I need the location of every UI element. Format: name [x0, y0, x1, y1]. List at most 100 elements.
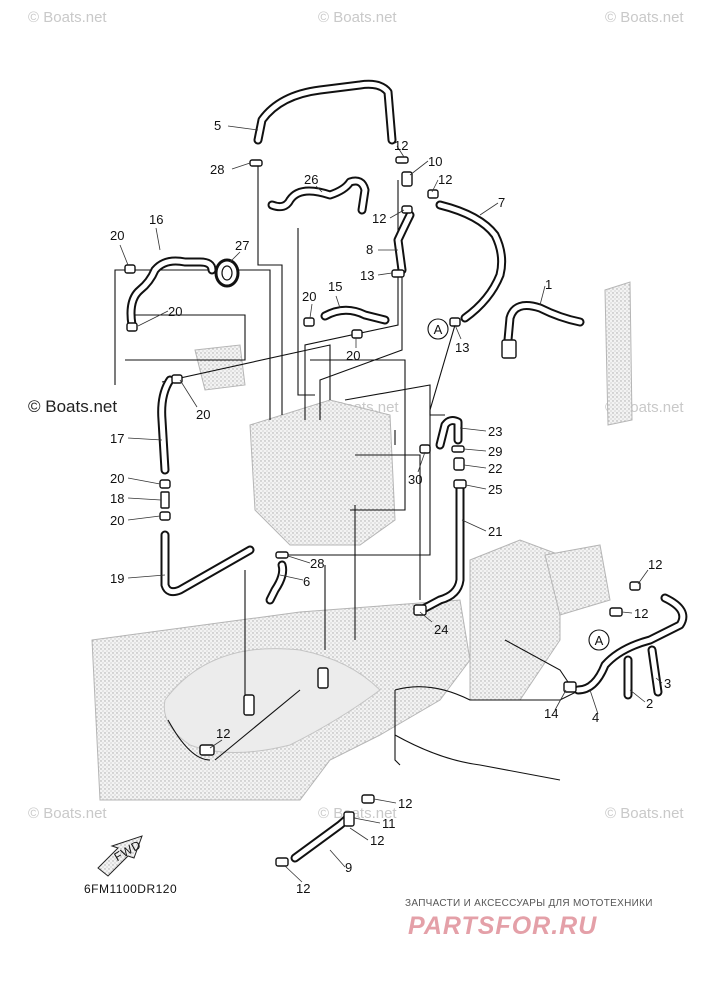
callout-labels: 5 28 26 16 20 27 20 20 15 20 20 17 20 18… [110, 118, 671, 896]
hose-9 [290, 813, 353, 863]
ref-marker-label: A [434, 322, 443, 337]
ref-marker-a-2: A [588, 629, 610, 651]
watermark-text: © Boats.net [28, 805, 107, 822]
callout-11: 11 [382, 816, 396, 831]
callout-20: 20 [196, 407, 210, 422]
callout-16: 16 [149, 212, 163, 227]
clip-20-e [171, 374, 183, 384]
callout-17: 17 [110, 431, 124, 446]
callout-23: 23 [488, 424, 502, 439]
watermark-text: © Boats.net [605, 9, 684, 26]
hose-6 [265, 560, 288, 605]
hose-23 [435, 416, 463, 450]
clip-14 [563, 681, 577, 693]
callout-1: 1 [545, 277, 552, 292]
callout-20: 20 [302, 289, 316, 304]
brand-site: PARTSFOR.RU [408, 912, 597, 940]
clip-12-b [427, 189, 439, 199]
callout-7: 7 [498, 195, 505, 210]
watermark-text: © Boats.net [605, 805, 684, 822]
callout-8: 8 [366, 242, 373, 257]
clip-28-bottom [275, 551, 289, 559]
callout-12: 12 [648, 557, 662, 572]
callout-25: 25 [488, 482, 502, 497]
hose-8 [393, 210, 415, 275]
clip-13-b [449, 317, 461, 327]
callout-20: 20 [168, 304, 182, 319]
callout-12: 12 [398, 796, 412, 811]
callout-20: 20 [110, 471, 124, 486]
fitting-mid [317, 667, 329, 689]
clip-24 [413, 604, 427, 616]
callout-12: 12 [216, 726, 230, 741]
callout-2: 2 [646, 696, 653, 711]
callout-21: 21 [488, 524, 502, 539]
hose-4 [573, 593, 688, 695]
clip-20-a [124, 264, 136, 274]
callout-28: 28 [210, 162, 224, 177]
clips [124, 156, 641, 867]
callout-26: 26 [304, 172, 318, 187]
clip-28-top [249, 159, 263, 167]
clip-20-g [159, 511, 171, 521]
hose-3 [647, 645, 663, 697]
watermark-text: © Boats.net [28, 9, 107, 26]
callout-12: 12 [634, 606, 648, 621]
hose-17 [157, 375, 175, 475]
hose-19 [160, 530, 255, 597]
watermark-text: © Boats.net [318, 9, 397, 26]
ref-marker-label: A [595, 633, 604, 648]
clip-25 [453, 479, 467, 489]
callout-27: 27 [235, 238, 249, 253]
connector-18 [160, 491, 170, 509]
clip-10 [401, 171, 413, 187]
watermark-text: © Boats.net [318, 805, 397, 822]
callout-30: 30 [408, 472, 422, 487]
hose-27-ring [214, 258, 240, 288]
clip-30 [419, 444, 431, 454]
callout-9: 9 [345, 860, 352, 875]
hose-7 [435, 200, 507, 323]
clip-12-e [609, 607, 623, 617]
callout-18: 18 [110, 491, 124, 506]
clip-22 [453, 457, 465, 471]
callout-28: 28 [310, 556, 324, 571]
callout-24: 24 [434, 622, 448, 637]
callout-10: 10 [428, 154, 442, 169]
callout-12: 12 [296, 881, 310, 896]
fitting-bottom [243, 694, 255, 716]
clip-20-d [351, 329, 363, 339]
callout-12: 12 [370, 833, 384, 848]
ref-marker-a-1: A [427, 318, 449, 340]
clip-12-h [275, 857, 289, 867]
callout-5: 5 [214, 118, 221, 133]
callout-15: 15 [328, 279, 342, 294]
callout-29: 29 [488, 444, 502, 459]
hose-16 [126, 256, 217, 330]
brand-tagline: ЗАПЧАСТИ И АКСЕССУАРЫ ДЛЯ МОТОТЕХНИКИ [405, 898, 653, 909]
clip-20-b [126, 322, 138, 332]
callout-12: 12 [394, 138, 408, 153]
clip-12-c [401, 205, 413, 214]
callout-20: 20 [346, 348, 360, 363]
callout-19: 19 [110, 571, 124, 586]
callout-20: 20 [110, 228, 124, 243]
hose-5 [253, 79, 397, 145]
callout-4: 4 [592, 710, 599, 725]
leader-lines [119, 125, 663, 883]
hose-21 [420, 480, 465, 613]
clip-29 [451, 445, 465, 453]
connector-1-end [501, 339, 517, 359]
branding: ЗАПЧАСТИ И АКСЕССУАРЫ ДЛЯ МОТОТЕХНИКИ PA… [405, 898, 653, 940]
watermark-main: © Boats.net [28, 397, 117, 416]
hose-1 [503, 301, 585, 345]
clip-12-g [361, 794, 375, 804]
callout-6: 6 [303, 574, 310, 589]
callout-12: 12 [438, 172, 452, 187]
callout-13: 13 [360, 268, 374, 283]
callout-3: 3 [664, 676, 671, 691]
callout-13: 13 [455, 340, 469, 355]
callout-12: 12 [372, 211, 386, 226]
hoses [126, 79, 688, 863]
